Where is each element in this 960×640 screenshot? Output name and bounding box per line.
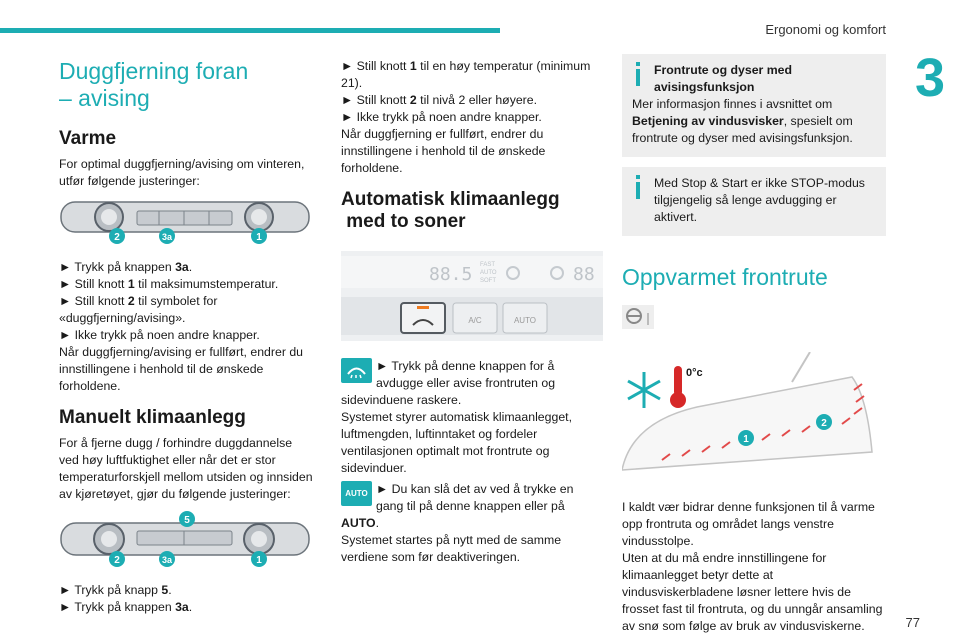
column-2: ► Still knott 1 til en høy temperatur (m… xyxy=(341,58,603,566)
step-1-3: ► Still knott 2 til symbolet for «duggfj… xyxy=(59,294,218,325)
section-header: Ergonomi og komfort xyxy=(765,22,886,37)
defrost-icon xyxy=(341,358,372,383)
heading-automatisk: Automatisk klimaanlegg med to soner xyxy=(341,189,560,232)
step-1-4: ► Ikke trykk på noen andre knapper. xyxy=(59,328,260,342)
info-icon xyxy=(636,175,640,199)
restart-text: Systemet startes på nytt med de samme ve… xyxy=(341,533,562,564)
manuelt-intro: For å fjerne dugg / forhindre duggdannel… xyxy=(59,436,313,501)
svg-text:AUTO: AUTO xyxy=(480,270,497,276)
temp-label: 0°c xyxy=(686,367,703,379)
svg-text:FAST: FAST xyxy=(480,262,495,268)
panel1-label-1: 1 xyxy=(256,232,262,243)
panel2-label-3a: 3a xyxy=(162,555,173,565)
step-2-1: ► Trykk på knapp 5. xyxy=(59,583,172,597)
page-number: 77 xyxy=(905,615,920,630)
auto-row: AUTO ► Du kan slå det av ved å trykke en… xyxy=(341,481,574,530)
step-3-2: ► Still knott 2 til nivå 2 eller høyere. xyxy=(341,93,538,107)
info-box-2: Med Stop & Start er ikke STOP-modus tilg… xyxy=(622,167,886,236)
step-1-1: ► Trykk på knappen 3a. xyxy=(59,260,193,274)
page-title: Duggfjerning foran– avising xyxy=(59,58,249,111)
display-left: 88.5 xyxy=(429,264,472,285)
panel2-label-1: 1 xyxy=(256,555,262,566)
body-text-2: Uten at du må endre innstillingene for k… xyxy=(622,551,883,633)
note-1: Når duggfjerning/avising er fullført, en… xyxy=(59,345,304,393)
info-box-1: Frontrute og dyser med avisingsfunksjon … xyxy=(622,54,886,157)
top-accent-bar xyxy=(0,28,500,33)
column-3: Frontrute og dyser med avisingsfunksjon … xyxy=(621,54,886,635)
heading-oppvarmet: Oppvarmet frontrute xyxy=(622,264,828,290)
heading-varme: Varme xyxy=(59,128,117,149)
step-3-1: ► Still knott 1 til en høy temperatur (m… xyxy=(341,59,591,90)
system-text: Systemet styrer automatisk klimaanlegget… xyxy=(341,410,572,475)
column-1: Duggfjerning foran– avising Varme For op… xyxy=(59,58,314,616)
thermometer-icon xyxy=(670,366,686,408)
panel1-label-2: 2 xyxy=(114,232,120,243)
auto-climate-panel-image: 88.5 FAST AUTO SOFT 88 A/C AUTO xyxy=(341,251,603,346)
step-2-2: ► Trykk på knappen 3a. xyxy=(59,600,193,614)
panel2-label-2: 2 xyxy=(114,555,120,566)
varme-intro: For optimal duggfjerning/avising om vint… xyxy=(59,157,305,188)
svg-text:SOFT: SOFT xyxy=(480,278,496,284)
defrost-row: ► Trykk på denne knappen for å avdugge e… xyxy=(341,358,556,407)
panel1-label-3a: 3a xyxy=(162,232,173,242)
steering-heat-icon xyxy=(622,305,654,329)
panel2-label-5: 5 xyxy=(184,515,190,526)
display-right: 88 xyxy=(573,264,595,285)
svg-text:AUTO: AUTO xyxy=(514,316,536,325)
heading-manuelt: Manuelt klimaanlegg xyxy=(59,407,246,428)
step-1-2: ► Still knott 1 til maksimumstemperatur. xyxy=(59,277,279,291)
callout-2: 2 xyxy=(821,418,827,429)
svg-text:A/C: A/C xyxy=(468,316,482,325)
info-icon xyxy=(636,62,640,86)
callout-1: 1 xyxy=(743,434,749,445)
climate-panel-image-2: 5 2 3a 1 xyxy=(59,511,314,574)
auto-icon: AUTO xyxy=(341,481,372,506)
climate-panel-image-1: 2 3a 1 xyxy=(59,198,314,251)
step-3-3: ► Ikke trykk på noen andre knapper. xyxy=(341,110,542,124)
windshield-image: 0°c 1 2 xyxy=(621,351,886,485)
body-text-1: I kaldt vær bidrar denne funksjonen til … xyxy=(622,500,875,548)
snowflake-icon xyxy=(627,372,661,408)
chapter-number: 3 xyxy=(914,48,946,108)
note-2: Når duggfjerning er fullført, endrer du … xyxy=(341,127,546,175)
